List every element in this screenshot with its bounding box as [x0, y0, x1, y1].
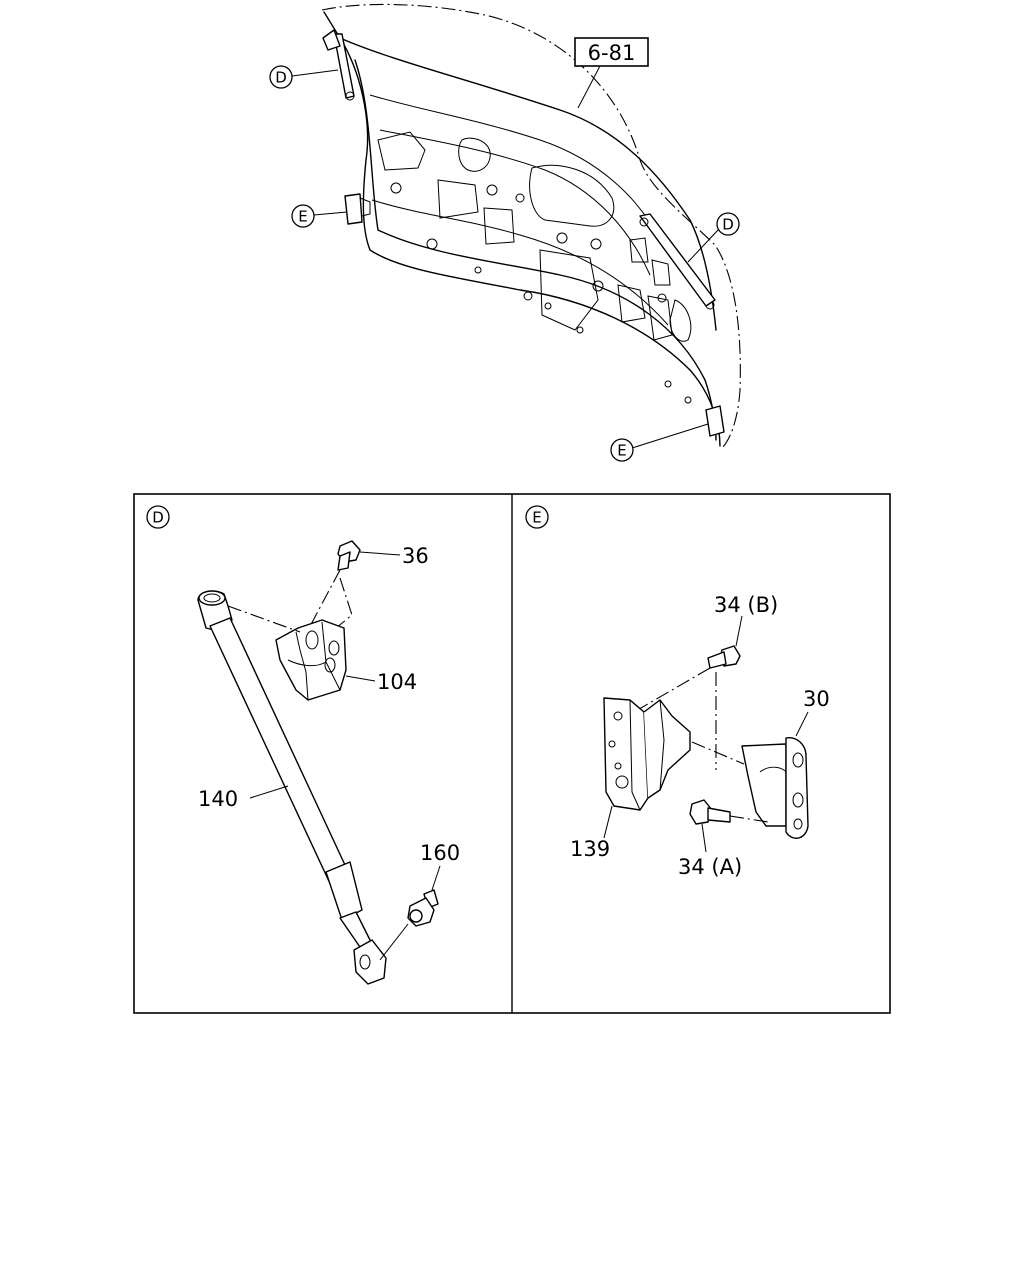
panel-e-letter: E: [532, 509, 541, 527]
bumper-30: 30: [741, 687, 830, 839]
part-label-36: 36: [402, 544, 429, 568]
panel-d-letter: D: [152, 509, 164, 527]
callout-d-letter: D: [722, 216, 734, 234]
callout-e-letter: E: [298, 208, 307, 226]
callout-e-letter: E: [617, 442, 626, 460]
detail-panel-d: D 36 104: [146, 505, 460, 985]
part-label-34-b: 34 (B): [714, 593, 778, 617]
gas-strut-140: 140: [197, 590, 387, 985]
tailgate-panel: [321, 3, 741, 449]
callout-e-bottom: E: [610, 423, 709, 462]
reference-box: 6-81: [574, 37, 649, 109]
part-label-104: 104: [377, 670, 417, 694]
reference-box-label: 6-81: [588, 41, 636, 65]
callout-e-left: E: [291, 204, 348, 228]
part-label-30: 30: [803, 687, 830, 711]
callout-d-letter: D: [275, 69, 287, 87]
bolt-34-a: 34 (A): [678, 799, 769, 879]
part-label-160: 160: [420, 841, 460, 865]
part-label-34-a: 34 (A): [678, 855, 742, 879]
part-label-139: 139: [570, 837, 610, 861]
detail-frame: [133, 493, 891, 1014]
callout-d-right: D: [687, 212, 740, 263]
bolt-34-b: 34 (B): [707, 593, 778, 669]
hinge-139: 139: [570, 697, 691, 861]
bolt-36: 36: [337, 540, 429, 571]
detail-panel-e: E 34 (B) 139: [525, 505, 830, 879]
part-label-140: 140: [198, 787, 238, 811]
bracket-104: 104: [275, 619, 417, 701]
callout-d-upper-left: D: [269, 65, 339, 89]
ball-stud-160: 160: [379, 841, 460, 961]
